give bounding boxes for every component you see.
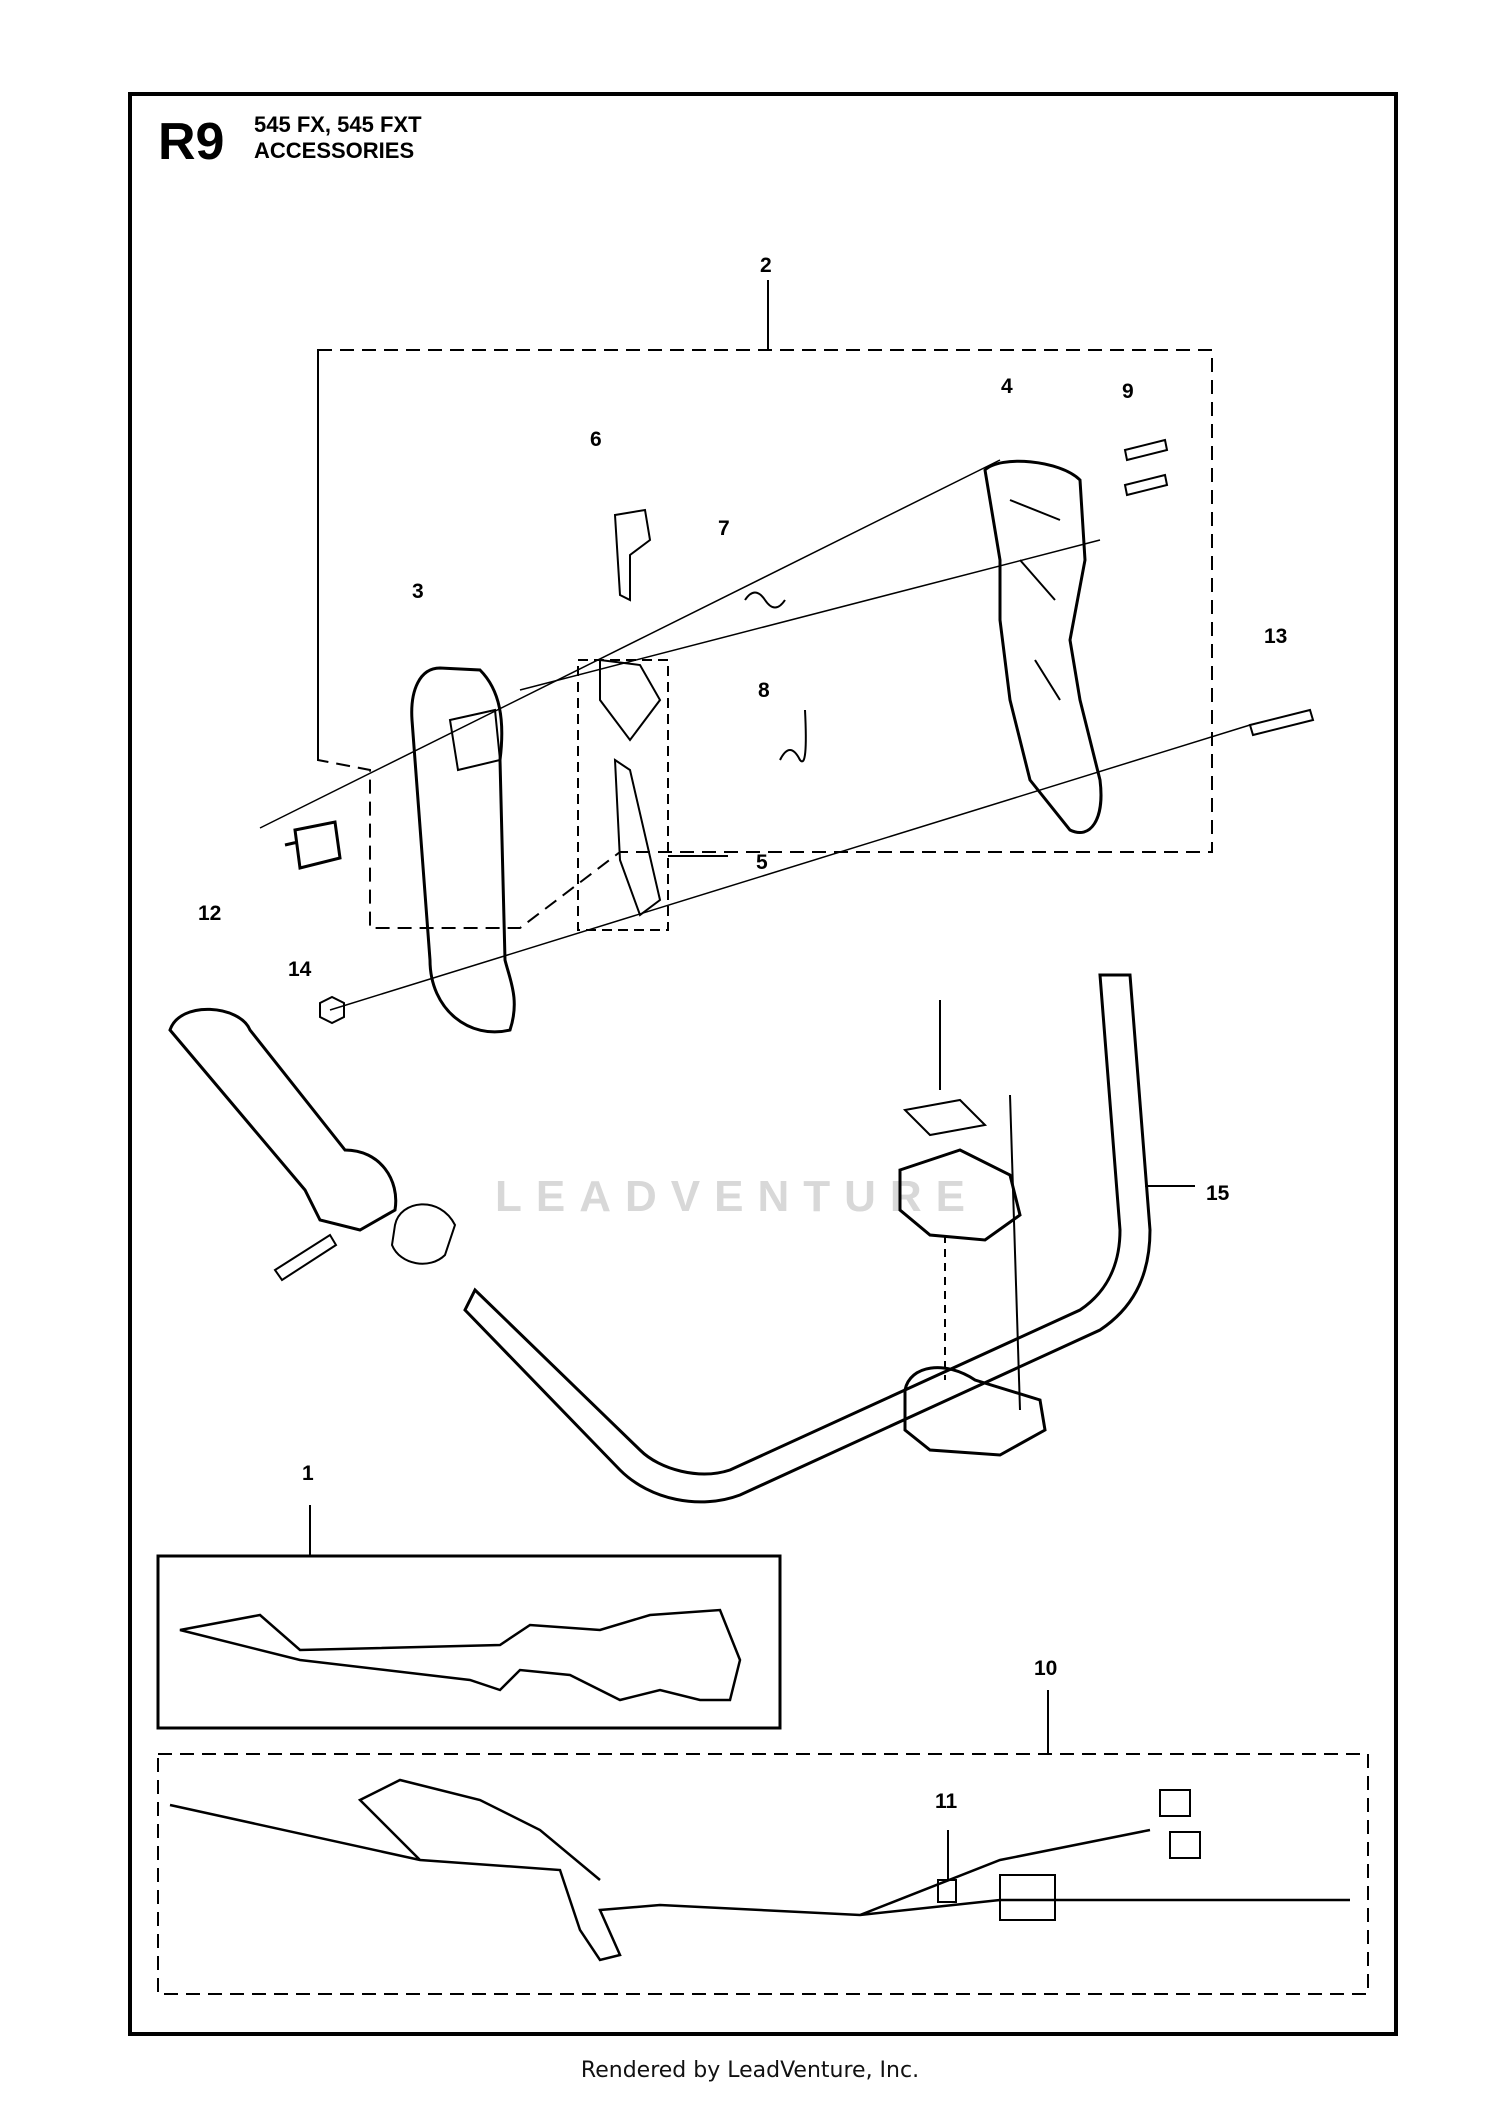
bracket-clip [902,1098,988,1137]
callout-6: 6 [590,428,602,451]
grip-handle [168,1007,398,1232]
throttle-trigger-5b [613,758,662,917]
handle-half-left-3 [410,666,516,1034]
diagram-heading: 545 FX, 545 FXT ACCESSORIES [254,112,422,164]
nut-14 [319,995,345,1025]
callout-10: 10 [1034,1657,1057,1680]
callout-8: 8 [758,679,770,702]
footer-credit: Rendered by LeadVenture, Inc. [580,2058,920,2083]
handle-half-right-detail [1009,499,1061,701]
handle-half-right-4 [983,459,1103,834]
callout-5: 5 [756,851,768,874]
axis-line-3 [519,539,1101,691]
assembly-10-cable [169,1778,1350,1962]
handlebar-15 [463,973,1152,1504]
callout-13: 13 [1264,625,1287,648]
watermark-text: LEADVENTURE [495,1172,980,1221]
callout-14: 14 [288,958,312,981]
model-names: 545 FX, 545 FXT [254,112,422,137]
assembly-2-outline [317,349,1213,929]
callout-7: 7 [718,517,730,540]
handle-half-left-detail [448,708,502,772]
diagram-code: R9 [158,113,225,171]
trigger-6 [613,508,652,602]
bracket-top [898,1148,1022,1242]
diagram-title: ACCESSORIES [254,138,415,163]
spring-8 [779,709,807,763]
screw-9a [1123,438,1169,462]
grip-clamp [390,1203,457,1265]
assembly-10-connector-2 [1169,1831,1201,1859]
assembly-1-handle [179,1608,742,1702]
axis-line-2 [329,724,1251,1011]
diagram-frame [128,92,1398,2036]
callout-4: 4 [1001,375,1013,398]
axis-line-1 [259,459,1001,829]
callout-15: 15 [1206,1182,1230,1205]
assembly-5-outline [577,659,669,931]
callout-12: 12 [198,902,221,925]
stop-switch-12 [284,820,342,870]
assembly-10-connector [1159,1789,1191,1817]
assembly-1-box [156,1554,782,1730]
spring-7 [744,591,786,609]
screw-9b [1123,473,1169,497]
assembly-10-outline [157,1753,1369,1995]
callout-9: 9 [1122,380,1134,403]
callout-11: 11 [935,1790,958,1813]
throttle-lock-5a [599,658,662,742]
assembly-10-block [999,1874,1056,1921]
grip-bolt [273,1233,338,1282]
screw-13 [1248,708,1315,737]
callout-3: 3 [412,580,424,603]
callout-2: 2 [760,254,772,277]
bracket-bolt-2 [1009,1094,1021,1411]
callout-1: 1 [302,1462,314,1485]
bracket-base [903,1366,1047,1457]
